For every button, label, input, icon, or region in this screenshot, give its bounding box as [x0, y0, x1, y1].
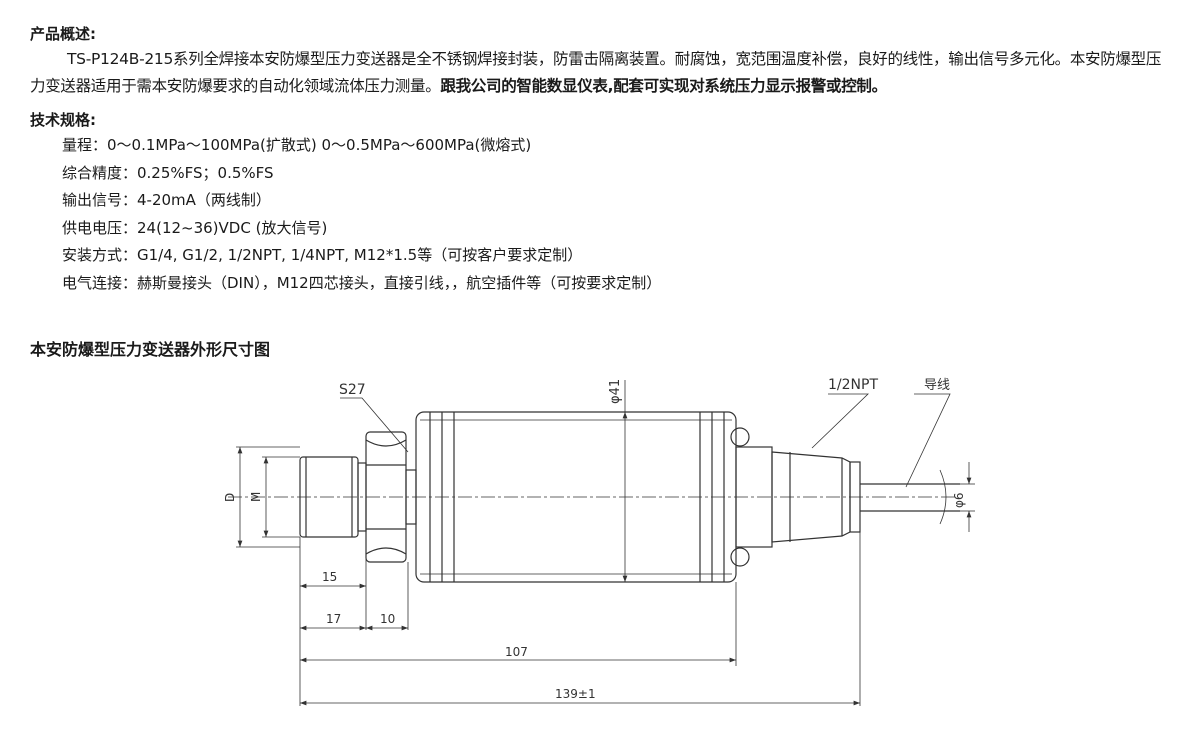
hex-nut — [365, 431, 417, 563]
spec-range: 量程：0～0.1MPa～100MPa(扩散式) 0～0.5MPa～600MPa(… — [62, 136, 532, 154]
label-dia6: φ6 — [952, 492, 966, 508]
overview-heading: 产品概述: — [30, 25, 96, 43]
overview-text: TS-P124B-215系列全焊接本安防爆型压力变送器是全不锈钢焊接封装，防雷击… — [30, 50, 1162, 95]
overview-paragraph: TS-P124B-215系列全焊接本安防爆型压力变送器是全不锈钢焊接封装，防雷击… — [30, 46, 1170, 100]
specs-list: 量程：0～0.1MPa～100MPa(扩散式) 0～0.5MPa～600MPa(… — [30, 132, 1170, 297]
main-body — [415, 380, 737, 583]
document-content: 产品概述: TS-P124B-215系列全焊接本安防爆型压力变送器是全不锈钢焊接… — [30, 22, 1170, 297]
spec-supply: 供电电压：24(12~36)VDC (放大信号) — [62, 218, 328, 237]
label-m: M — [249, 492, 263, 502]
label-dim107: 107 — [505, 645, 528, 659]
npt-leader — [811, 393, 869, 449]
spec-accuracy: 综合精度：0.25%FS；0.5%FS — [62, 163, 274, 182]
drawing-title: 本安防爆型压力变送器外形尺寸图 — [30, 340, 271, 359]
label-s27: S27 — [339, 382, 366, 398]
label-dim10: 10 — [380, 612, 395, 626]
label-npt: 1/2NPT — [828, 377, 878, 393]
spec-electrical: 电气连接：赫斯曼接头（DIN），M12四芯接头，直接引线，，航空插件等（可按要求… — [62, 273, 662, 292]
overview-bold-text: 跟我公司的智能数显仪表,配套可实现对系统压力显示报警或控制。 — [440, 77, 887, 95]
specs-heading: 技术规格: — [30, 111, 96, 129]
label-wire: 导线 — [924, 378, 950, 393]
label-dim17: 17 — [326, 612, 341, 626]
label-dim139: 139±1 — [555, 687, 596, 701]
s27-leader — [340, 397, 409, 453]
spec-mounting: 安装方式：G1/4, G1/2, 1/2NPT, 1/4NPT, M12*1.5… — [62, 246, 583, 264]
spec-output: 输出信号：4-20mA（两线制） — [62, 191, 271, 209]
rear-connector — [730, 427, 960, 567]
label-dia41: φ41 — [608, 379, 623, 404]
label-d: D — [223, 493, 237, 502]
label-dim15: 15 — [322, 570, 337, 584]
wire-leader — [905, 393, 951, 488]
